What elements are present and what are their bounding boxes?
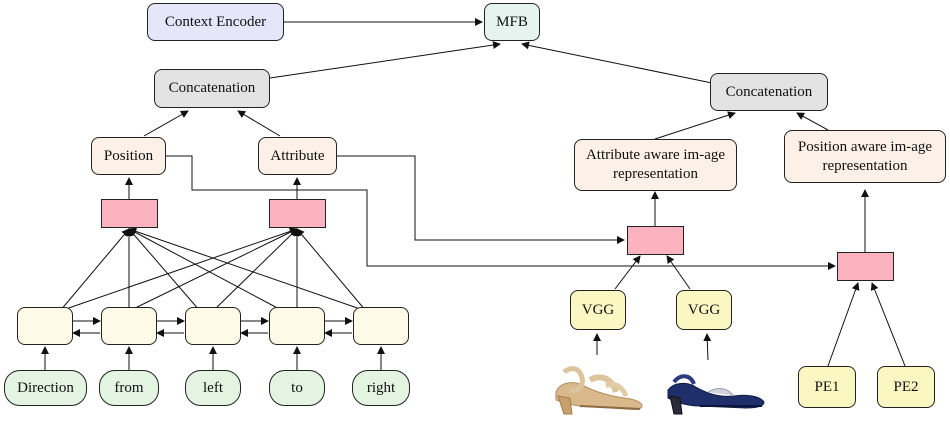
position-attention-box (101, 199, 158, 228)
attribute-fusion-box (627, 226, 684, 255)
word-to: to (269, 370, 325, 406)
position-aware-representation-box: Position aware im-age representation (784, 130, 946, 183)
sandal-image (555, 366, 643, 415)
position-fusion-box (837, 252, 894, 281)
attribute-aware-representation-box: Attribute aware im-age representation (574, 139, 737, 191)
lstm-cell-4 (269, 307, 325, 345)
pe2-box: PE2 (877, 366, 935, 408)
left-concatenation-box: Concatenation (154, 69, 270, 108)
lstm-cell-2 (101, 307, 157, 345)
lstm-cell-1 (17, 307, 73, 345)
vgg-box-2: VGG (676, 290, 732, 330)
lstm-cell-3 (185, 307, 241, 345)
context-encoder-box: Context Encoder (147, 3, 284, 41)
word-direction: Direction (4, 370, 87, 406)
heel-image (667, 374, 765, 415)
word-left: left (185, 370, 241, 406)
pe1-box: PE1 (798, 366, 856, 408)
word-from: from (99, 370, 159, 406)
mfb-box: MFB (484, 3, 540, 41)
vgg-box-1: VGG (570, 290, 626, 330)
attribute-attention-box (269, 199, 326, 228)
position-box: Position (91, 137, 166, 175)
right-concatenation-box: Concatenation (710, 73, 828, 111)
attribute-box: Attribute (258, 137, 337, 175)
lstm-cell-5 (353, 307, 409, 345)
word-right: right (352, 370, 410, 406)
